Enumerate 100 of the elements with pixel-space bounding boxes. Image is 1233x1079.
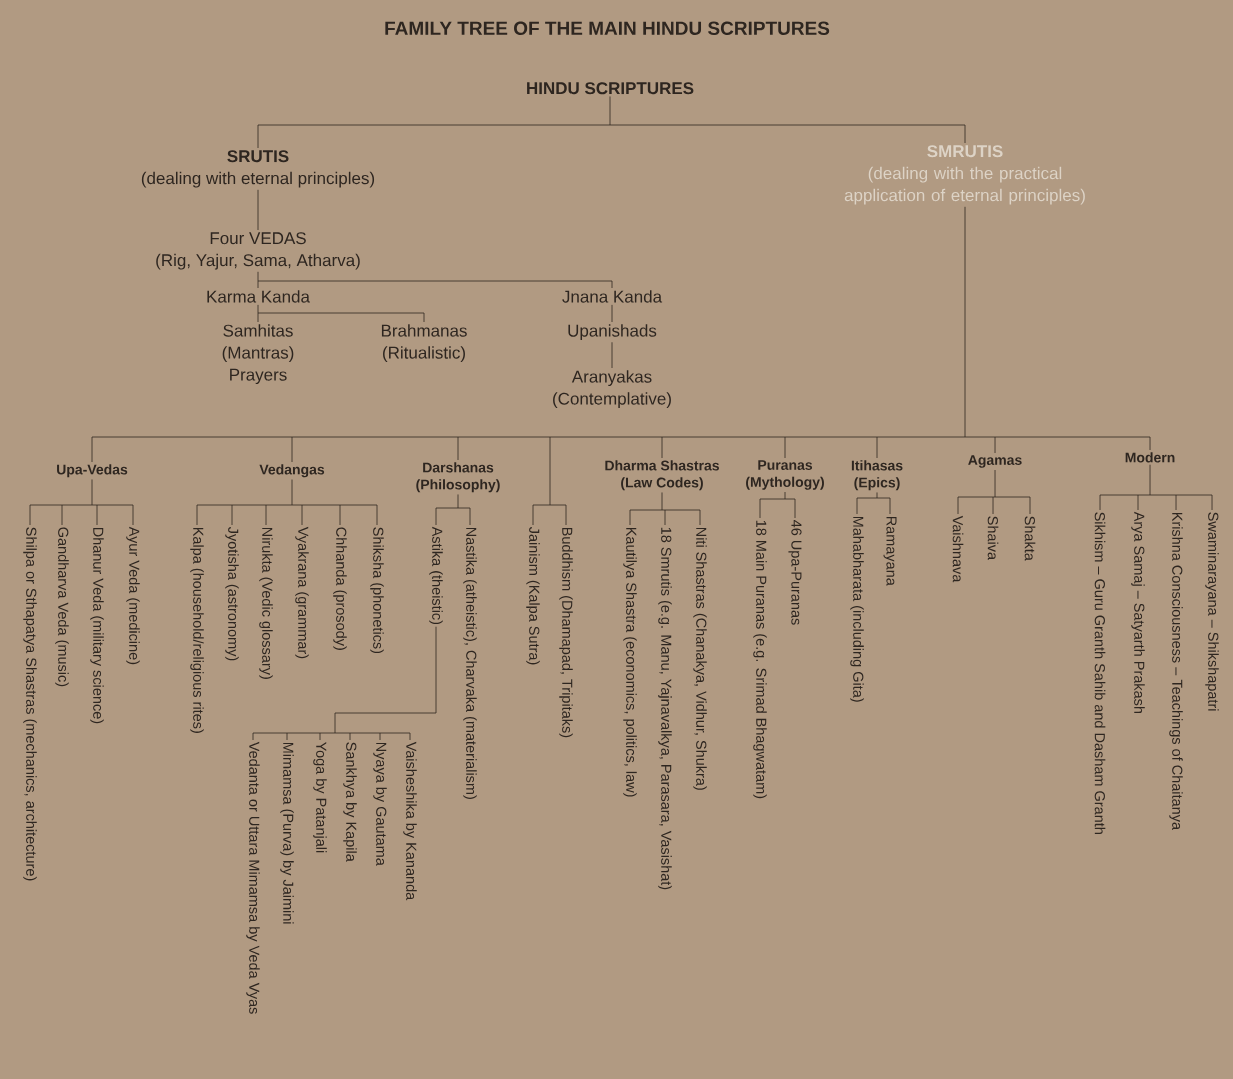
leaf-label: Krishna Consciousness – Teachings of Chaitanya [1169,512,1183,830]
leaf-label: 18 Smrutis (e.g. Manu, Yajnavalkya, Parasara, Vasishat) [658,527,672,890]
leaf-label: Shilpa or Sthapatya Shastras (mechanics, architecture) [23,527,37,881]
leaf-label: Chhanda (prosody) [333,527,347,650]
category-label: Brahmanas (Ritualistic) [381,324,467,363]
tree-connector [957,496,959,515]
leaf-label: Shaiva [987,516,999,561]
tree-connector [1211,494,1213,511]
category-label: Aranyakas (Contemplative) [553,370,671,409]
category-label: SMRUTIS (dealing with the practical application of eternal principles) [844,145,1085,205]
tree-connector [132,504,134,526]
tree-connector [257,124,259,149]
tree-connector [376,504,378,526]
tree-connector [29,504,31,526]
tree-connector [889,497,891,515]
tree-connector [661,436,663,459]
tree-connector [629,509,631,526]
leaf-label: Mimamsa (Purva) by Jaimini [280,742,294,924]
tree-connector [565,504,567,526]
tree-connector [469,507,471,526]
leaf-label: Vaishnava [952,515,964,583]
tree-connector [1099,464,1213,496]
tree-connector [231,504,233,526]
tree-connector [291,436,293,463]
tree-connector [856,497,858,515]
tree-connector [1099,494,1101,511]
tree-connector [1137,494,1139,511]
tree-connector [257,271,613,282]
leaf-label: Dhanur Veda (military science) [90,527,104,724]
tree-connector [876,436,878,459]
tree-connector [252,626,437,734]
leaf-label: Vaisheshika by Kananda [403,741,417,901]
tree-connector [257,304,425,314]
tree-connector [96,504,98,526]
category-label: HINDU SCRIPTURES [527,82,694,95]
leaf-label: 18 Main Puranas (e.g. Srimad Bhagwatam) [753,520,767,799]
category-label: Dharma Shastras (Law Codes) [605,460,719,491]
tree-connector [257,189,259,231]
tree-connector [349,732,351,741]
leaf-label: Ayur Veda (medicine) [126,526,140,665]
leaf-label: Ramayana [883,516,897,586]
category-label: Samhitas (Mantras) Prayers [222,324,294,385]
tree-connector [196,479,378,506]
leaf-label: Vyakrana (grammar) [295,526,309,659]
leaf-label: Kautilya Shastra (economics, politics, law) [623,527,637,797]
category-label: Upa-Vedas [57,464,128,478]
tree-connector [964,124,966,144]
tree-connector [61,504,63,526]
category-label: Darshanas (Philosophy) [416,462,500,493]
leaf-label: Jyotisha (astronomy) [225,526,239,661]
category-label: Itihasas (Epics) [851,460,903,491]
tree-connector [435,507,437,526]
leaf-label: 46 Upa-Puranas [788,520,802,625]
tree-connector [196,504,198,526]
tree-connector [699,509,701,526]
tree-connector [629,492,701,511]
tree-connector [856,492,891,499]
tree-connector [257,312,259,323]
tree-connector [1175,494,1177,511]
tree-connector [379,732,381,741]
tree-connector [409,732,411,741]
tree-connector [532,504,534,526]
tree-connector [252,732,254,741]
tree-connector [759,491,796,500]
tree-connector [91,206,1151,438]
leaf-label: Swaminarayana – Shikshapatri [1205,512,1219,711]
category-label: Puranas (Mythology) [746,460,824,490]
tree-connector [435,494,471,509]
category-label: Vedangas [259,464,325,478]
category-label: Modern [1125,452,1175,463]
tree-connector [265,504,267,526]
leaf-label: Kalpa (household/religious rites) [190,527,204,733]
leaf-label: Shakta [1024,516,1036,561]
leaf-label: Sankhya by Kapila [343,742,357,862]
leaf-label: Shiksha (phonetics) [370,527,384,654]
leaf-label: Arya Samaj – Satyarth Prakash [1131,511,1145,714]
category-label: SRUTIS (dealing with eternal principles) [141,150,375,188]
tree-connector [457,436,459,461]
tree-connector [957,469,1031,498]
leaf-label: Sikhism – Guru Granth Sahib and Dasham Granth [1094,512,1106,834]
leaf-label: Vedanta or Uttara Mimamsa by Veda Vyas [246,741,260,1014]
leaf-label: Mahabharata (including Gita) [850,516,864,702]
leaf-label: Buddhism (Dhamapad, Tripitaks) [559,527,573,738]
leaf-label: Jainism (Kalpa Sutra) [526,526,540,665]
category-label: Agamas [968,455,1022,468]
tree-connector [532,436,567,506]
tree-connector [992,496,994,515]
leaf-label: Nirukta (Vedic glossary) [259,527,273,679]
title: FAMILY TREE OF THE MAIN HINDU SCRIPTURES [385,21,830,35]
tree-connector [1149,436,1151,451]
leaf-label: Yoga by Patanjali [313,742,327,853]
tree-connector [257,280,259,289]
leaf-label: Niti Shastras (Chanakya, Vidhur, Shukra) [693,527,707,790]
tree-connector [664,509,666,526]
tree-connector [319,732,321,741]
tree-connector [794,498,796,519]
tree-connector [1029,496,1031,515]
tree-connector [301,504,303,526]
tree-connector [339,504,341,526]
category-label: Upanishads [568,324,657,341]
